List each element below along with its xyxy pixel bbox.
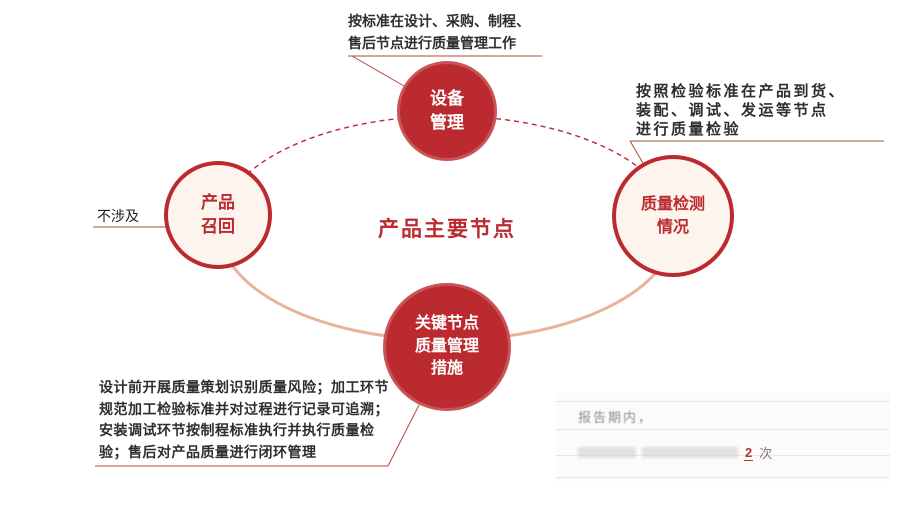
node-label-line: 管理 [430,113,464,132]
node-label-line: 召回 [201,217,235,236]
annotation-line: 设计前开展质量策划识别质量风险；加工环节 [99,379,389,395]
annotation-line: 售后节点进行质量管理工作 [348,35,516,51]
annotation-key-node-measures: 设计前开展质量策划识别质量风险；加工环节 规范加工检验标准并对过程进行记录可追溯… [99,377,389,463]
top-annotation-leader-line [351,55,405,87]
snippet-report-period-text: 报告期内， [578,410,654,425]
faded-document-snippet: 报告期内， 2 次 [556,393,890,481]
annotation-line: 按标准在设计、采购、制程、 [348,13,530,29]
annotation-line: 进行质量检验 [636,121,742,138]
snippet-count-unit: 次 [759,446,773,461]
annotation-equipment-management: 按标准在设计、采购、制程、 售后节点进行质量管理工作 [348,10,530,54]
blurred-text-bar [578,447,636,458]
snippet-count: 2 [744,444,754,461]
node-label-line: 设备 [430,89,464,109]
node-equipment-management: 设备 管理 [397,61,497,161]
node-label-line: 关键节点 [414,315,479,333]
annotation-line: 安装调试环节按制程标准执行并执行质量检 [99,422,375,438]
node-quality-inspection-status: 质量检测 情况 [612,155,734,277]
snippet-ruled-line [556,429,890,430]
bottom-annotation-leader-line [387,404,420,467]
snippet-ruled-line [556,401,890,402]
node-label-line: 质量检测 [640,195,705,213]
annotation-line: 装配、调试、发运等节点 [636,102,829,119]
snippet-ruled-line [556,477,890,478]
node-label-line: 措施 [430,360,463,378]
annotation-product-recall: 不涉及 [97,208,139,224]
annotation-line: 验；售后对产品质量进行闭环管理 [99,443,317,460]
annotation-quality-inspection: 按照检验标准在产品到货、 装配、调试、发运等节点 进行质量检验 [636,82,846,139]
annotation-line: 规范加工检验标准并对过程进行记录可追溯； [99,400,389,417]
node-product-recall: 产品 召回 [164,161,272,269]
node-label-line: 情况 [656,219,689,236]
node-label-line: 质量管理 [414,337,479,355]
node-key-node-quality-measures: 关键节点 质量管理 措施 [383,283,511,411]
right-annotation-leader-line [629,140,644,164]
annotation-line: 按照检验标准在产品到货、 [636,83,847,100]
snippet-blurred-row: 2 次 [578,443,772,462]
blurred-text-bar [642,447,738,458]
node-label-line: 产品 [201,193,235,213]
center-title: 产品主要节点 [378,218,516,241]
